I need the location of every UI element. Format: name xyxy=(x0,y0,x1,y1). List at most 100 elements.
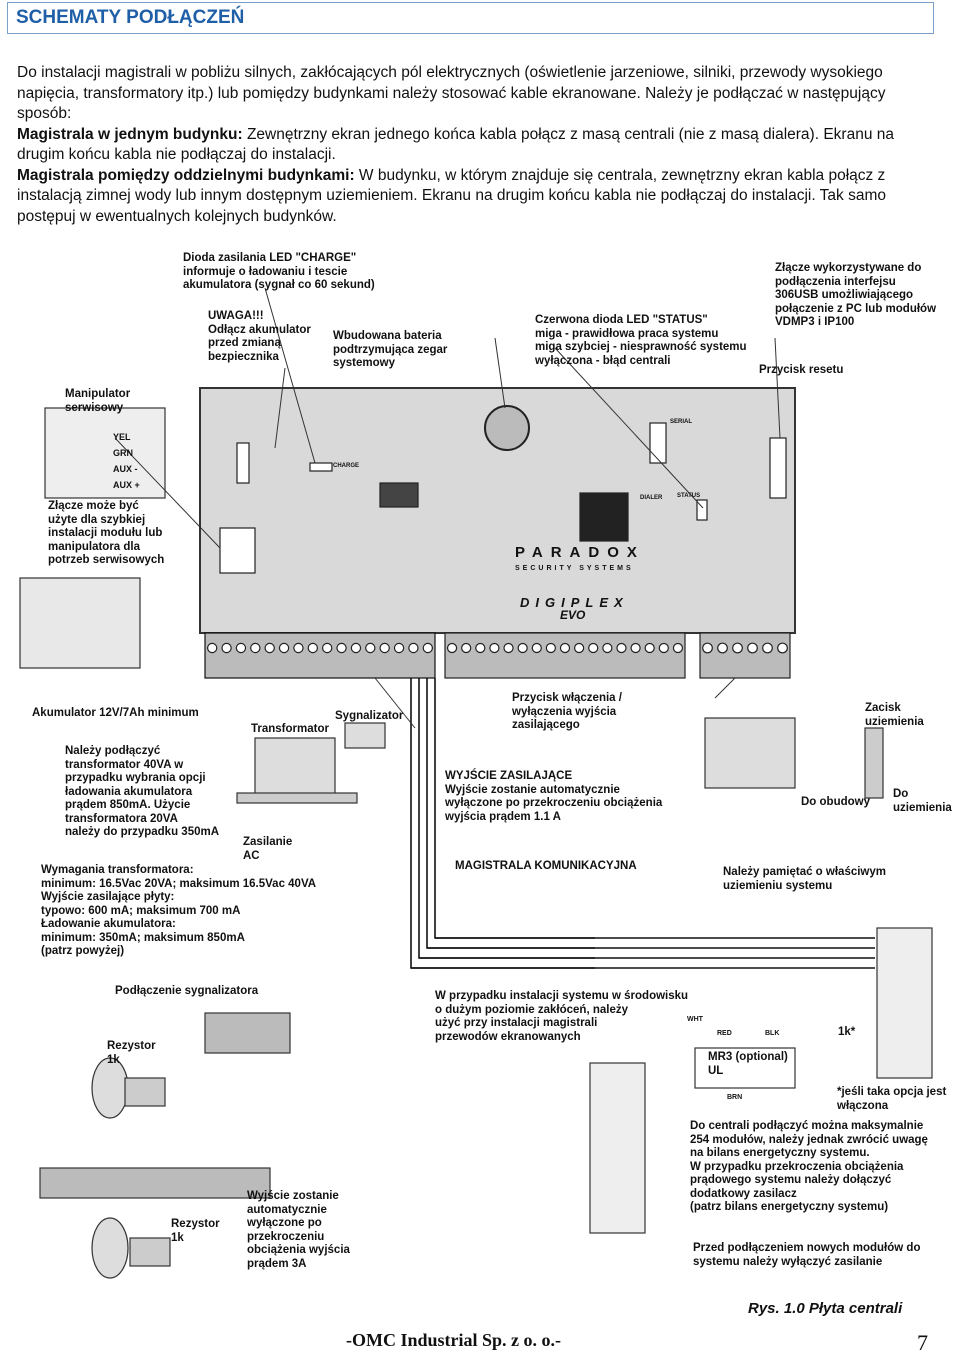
terminal-screw xyxy=(489,642,500,654)
board-status: STATUS xyxy=(677,493,701,499)
siren-body-top xyxy=(124,1077,166,1107)
board-charge: CHARGE xyxy=(333,463,360,469)
label-led-charge: Dioda zasilania LED "CHARGE" informuje o… xyxy=(183,252,375,291)
terminal-screw xyxy=(702,642,713,654)
module-right-top xyxy=(876,927,933,1079)
label-shielded-note: W przypadku instalacji systemu w środowi… xyxy=(435,990,689,1043)
terminal-screw xyxy=(588,642,599,654)
serial-port xyxy=(649,422,667,464)
wiring-diagram-svg xyxy=(19,287,933,1279)
terminal-screw xyxy=(379,642,390,654)
fuse xyxy=(236,442,250,484)
terminal-screw xyxy=(658,642,669,654)
terminal-screw xyxy=(235,642,247,654)
label-keypad-connector: Złącze może być użyte dla szybkiej insta… xyxy=(48,500,165,566)
label-siren: Sygnalizator xyxy=(335,710,404,722)
label-battery-min: Akumulator 12V/7Ah minimum xyxy=(32,707,199,719)
terminal-screw xyxy=(717,642,728,654)
section-title: SCHEMATY PODŁĄCZEŃ xyxy=(16,7,245,28)
label-to-housing: Do obudowy xyxy=(801,796,870,808)
terminal-screw xyxy=(221,642,232,654)
intro-text: Do instalacji magistrali w pobliżu silny… xyxy=(17,63,937,227)
terminal-screw xyxy=(574,642,585,654)
label-battery-clock: Wbudowana bateria podtrzymująca zegar sy… xyxy=(333,330,448,369)
terminal-screw xyxy=(762,642,773,654)
terminal-screw xyxy=(732,642,743,654)
wire-brn: BRN xyxy=(727,1094,743,1101)
status-led xyxy=(696,499,708,521)
label-bus-note: Do centrali podłączyć można maksymalnie … xyxy=(690,1120,928,1213)
terminal-screw xyxy=(747,642,758,654)
board-chip-small xyxy=(379,482,419,508)
terminal-screw xyxy=(602,642,613,654)
module-mid xyxy=(589,1062,646,1234)
keypad-header xyxy=(219,527,256,574)
terminal-screw xyxy=(278,642,290,654)
wire-wht: WHT xyxy=(687,1016,703,1023)
terminal-screw xyxy=(644,642,655,654)
wire-red: RED xyxy=(717,1030,732,1037)
board-model: DIGIPLEX xyxy=(520,595,629,610)
ground-module xyxy=(704,717,796,789)
label-usb-connector: Złącze wykorzystywane do podłączenia int… xyxy=(775,262,937,328)
terminal-screw xyxy=(616,642,627,654)
reset-button-shape xyxy=(769,437,787,499)
terminal-screw xyxy=(517,642,528,654)
board-brand: PARADOX xyxy=(515,544,645,561)
intro-paragraph-1: Do instalacji magistrali w pobliżu silny… xyxy=(17,64,886,122)
terminal-screw xyxy=(461,642,472,654)
label-1k: 1k* xyxy=(838,1026,856,1038)
siren-body-bottom xyxy=(129,1237,171,1267)
terminal-screw xyxy=(350,642,362,654)
terminal-screw xyxy=(531,642,542,654)
label-grounding-note: Należy pamiętać o właściwym uziemieniu s… xyxy=(723,866,886,892)
terminal-screw xyxy=(264,642,275,654)
label-siren-connection: Podłączenie sygnalizatora xyxy=(115,985,259,997)
p2-heading: Magistrala w jednym budynku: xyxy=(17,125,243,143)
siren-box xyxy=(344,722,386,749)
terminal-screw xyxy=(475,642,486,654)
service-keypad xyxy=(44,407,166,499)
label-mr3: MR3 (optional) UL xyxy=(708,1051,788,1077)
leader-lines xyxy=(114,287,781,729)
terminal-screw xyxy=(503,642,514,654)
label-ac-supply: Zasilanie AC xyxy=(243,836,293,862)
keypad-terminal-aux-plus: AUX + xyxy=(113,480,140,490)
terminal-screw xyxy=(446,642,458,654)
label-led-status: Czerwona dioda LED "STATUS" miga - prawi… xyxy=(535,314,747,367)
terminal-screw xyxy=(307,642,319,654)
label-ground-clamp: Zacisk uziemienia xyxy=(865,702,924,728)
board-brand-sub: SECURITY SYSTEMS xyxy=(515,565,634,572)
speaker-top xyxy=(91,1057,129,1119)
label-keypad-service: Manipulator serwisowy xyxy=(65,388,131,414)
terminal-screw xyxy=(250,642,261,654)
label-warning: UWAGA!!! Odłącz akumulator przed zmianą … xyxy=(208,310,311,363)
p3-heading: Magistrala pomiędzy oddzielnymi budynkam… xyxy=(17,166,355,184)
terminal-strip-mid xyxy=(444,632,686,679)
page-footer: -OMC Industrial Sp. z o. o.- xyxy=(346,1330,562,1350)
label-resistor-2: Rezystor 1k xyxy=(171,1218,220,1244)
terminal-screw xyxy=(630,642,641,654)
transformer-base xyxy=(236,792,358,804)
terminal-screw xyxy=(393,642,405,654)
page-number: 7 xyxy=(917,1330,928,1355)
terminal-strip-right xyxy=(699,632,791,679)
label-before-connect: Przed podłączeniem nowych modułów do sys… xyxy=(693,1242,921,1268)
siren-terminal-bottom xyxy=(39,1167,271,1199)
intro-paragraph-3: Magistrala pomiędzy oddzielnymi budynkam… xyxy=(17,166,937,228)
terminal-screw xyxy=(545,642,556,654)
label-to-ground: Do uziemienia xyxy=(893,788,952,814)
figure-caption: Rys. 1.0 Płyta centrali xyxy=(748,1300,903,1317)
label-option-note: *jeśli taka opcja jest włączona xyxy=(837,1086,947,1112)
terminal-screws xyxy=(206,642,788,654)
label-transformer-note: Należy podłączyć transformator 40VA w pr… xyxy=(65,745,220,838)
keypad-terminal-aux-minus: AUX - xyxy=(113,464,138,474)
board-model-sub: EVO xyxy=(560,608,586,622)
section-header: SCHEMATY PODŁĄCZEŃ xyxy=(7,2,934,34)
terminal-strip-left xyxy=(204,632,436,679)
wire-blk: BLK xyxy=(765,1030,780,1037)
wiring-diagram: Dioda zasilania LED "CHARGE" informuje o… xyxy=(15,248,960,1298)
comm-bus-lines xyxy=(410,678,875,969)
battery xyxy=(19,577,141,669)
label-siren-output: Wyjście zostanie automatycznie wyłączone… xyxy=(247,1190,350,1270)
